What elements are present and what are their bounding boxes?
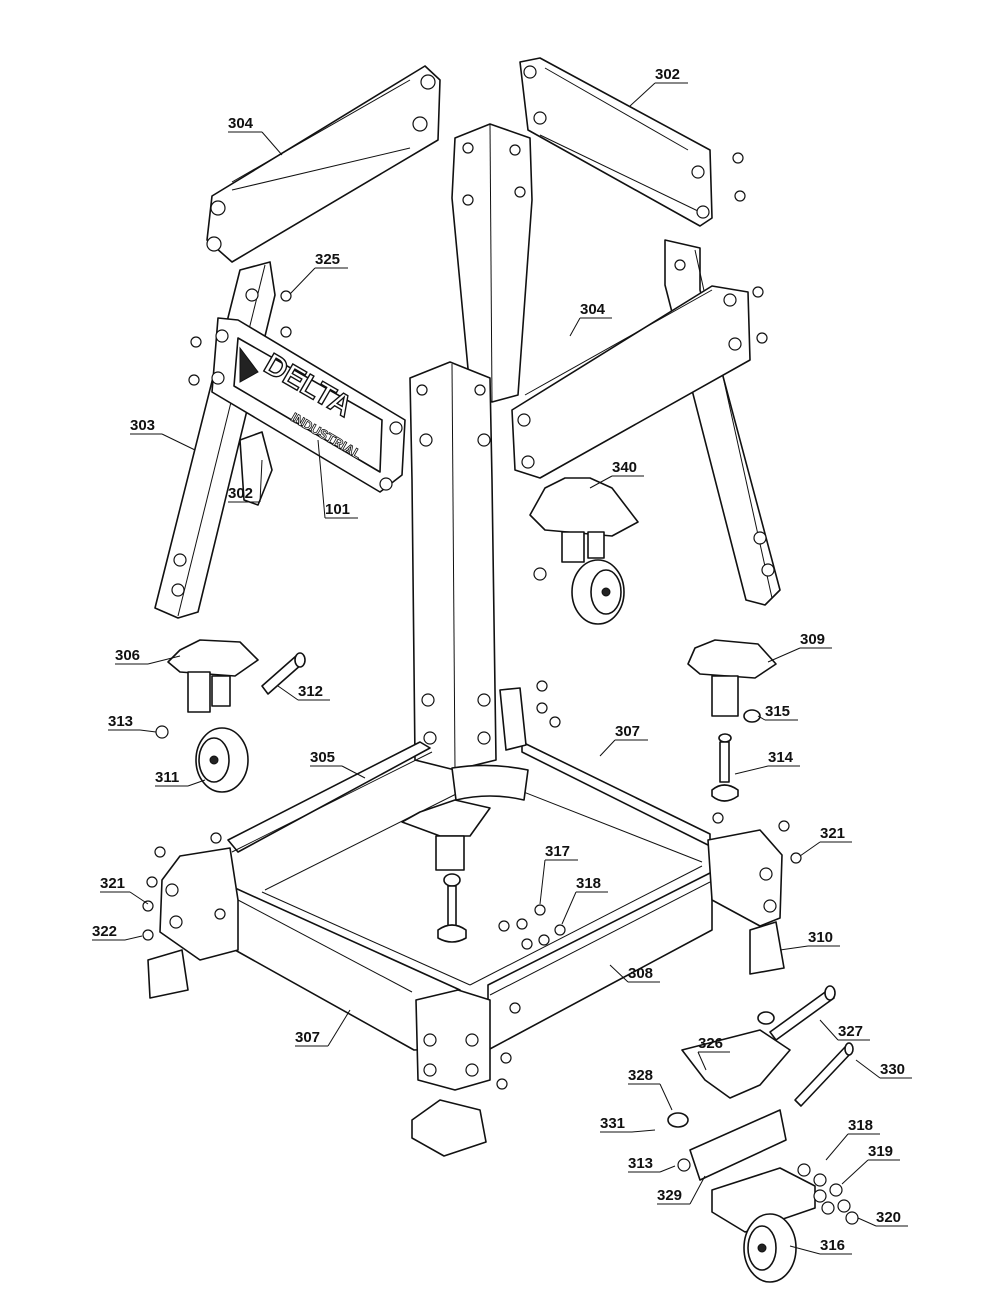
callout-label: 322 <box>92 923 117 940</box>
callout-label: 310 <box>808 929 833 946</box>
callout-label: 321 <box>100 875 125 892</box>
callout-label: 330 <box>880 1061 905 1078</box>
callout-label: 316 <box>820 1237 845 1254</box>
leg-back <box>451 123 533 403</box>
callout-label: 309 <box>800 631 825 648</box>
callout-label: 312 <box>298 683 323 700</box>
leveler-314 <box>711 733 739 802</box>
callout-label: 321 <box>820 825 845 842</box>
callout-label: 328 <box>628 1067 653 1084</box>
callout-label: 101 <box>325 501 350 518</box>
caster-bracket-309 <box>687 639 777 723</box>
base-frame <box>159 741 783 1091</box>
callout-label: 303 <box>130 417 155 434</box>
foot-pads <box>147 921 785 1157</box>
callout-label: 311 <box>155 769 179 786</box>
caster-bracket-340 <box>529 477 639 625</box>
bolt-312 <box>261 652 306 695</box>
callout-label: 304 <box>228 115 254 132</box>
callout-label: 302 <box>655 66 680 83</box>
callout-label: 325 <box>315 251 340 268</box>
panel-304-right <box>511 285 751 479</box>
callout-label: 304 <box>580 301 606 318</box>
callout-label: 307 <box>615 723 640 740</box>
callout-label: 340 <box>612 459 637 476</box>
callout-label: 314 <box>768 749 794 766</box>
callout-label: 329 <box>657 1187 682 1204</box>
callout-label: 320 <box>876 1209 901 1226</box>
callout-label: 318 <box>848 1117 873 1134</box>
callout-label: 305 <box>310 749 335 766</box>
caster-bracket-306 <box>155 639 259 793</box>
callout-label: 315 <box>765 703 790 720</box>
leg-front <box>409 361 497 771</box>
callout-label: 319 <box>868 1143 893 1160</box>
center-caster-bracket <box>401 687 529 943</box>
panel-304-top-left <box>206 65 441 263</box>
leader-lines <box>92 82 912 1255</box>
panel-302-top-right <box>519 57 713 227</box>
callout-label: 308 <box>628 965 653 982</box>
caster-assembly-316 <box>667 985 859 1283</box>
callout-labels: 304 302 325 304 340 303 302 101 306 309 … <box>92 66 905 1254</box>
callout-label: 317 <box>545 843 570 860</box>
leg-302-left-inner <box>239 431 273 506</box>
callout-label: 313 <box>108 713 133 730</box>
callout-label: 307 <box>295 1029 320 1046</box>
callout-label: 306 <box>115 647 140 664</box>
screws <box>142 152 802 1090</box>
callout-label: 313 <box>628 1155 653 1172</box>
callout-label: 302 <box>228 485 253 502</box>
callout-label: 327 <box>838 1023 863 1040</box>
callout-label: 326 <box>698 1035 723 1052</box>
callout-label: 318 <box>576 875 601 892</box>
callout-label: 331 <box>600 1115 625 1132</box>
